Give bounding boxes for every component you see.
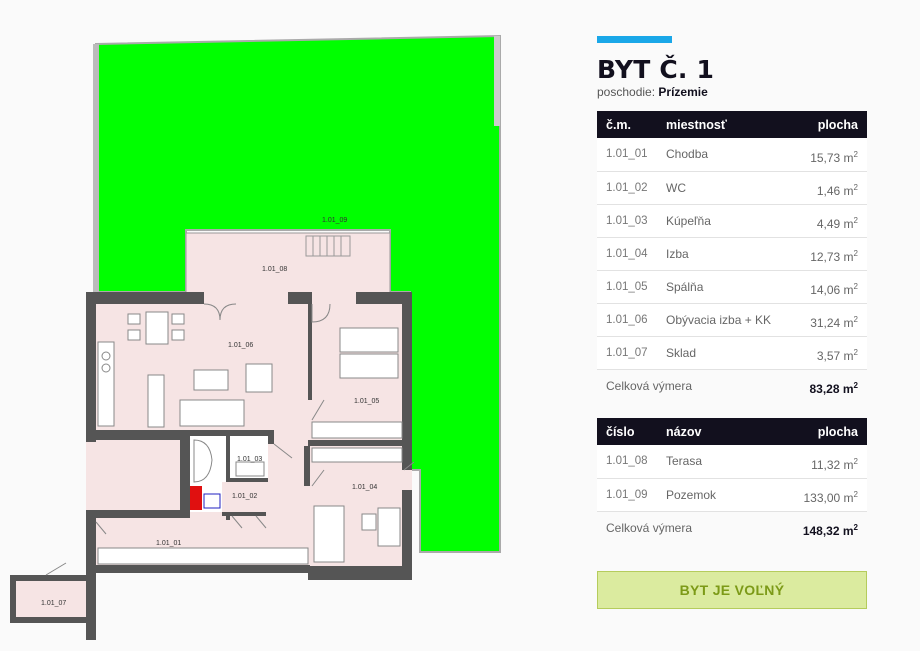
label-r01: 1.01_01 — [156, 540, 181, 547]
col-name: názov — [657, 418, 759, 445]
total-row: Celková výmera 148,32 m2 — [597, 511, 867, 544]
col-name: miestnosť — [657, 111, 794, 138]
room-code: 1.01_03 — [597, 204, 657, 238]
label-r08: 1.01_08 — [262, 266, 287, 273]
total-row: Celková výmera 83,28 m2 — [597, 369, 867, 402]
floor-plan-drawing: 1.01_09 1.01_08 1.01_06 1.01_05 1.01_03 … — [10, 34, 501, 640]
room-name: Obývacia izba + KK — [657, 303, 794, 337]
room-name: Izba — [657, 237, 794, 271]
wc-area[interactable] — [222, 482, 266, 512]
label-r06: 1.01_06 — [228, 342, 253, 349]
room-area: 15,73 m2 — [793, 138, 867, 172]
total-label: Celková výmera — [606, 378, 693, 393]
table-row[interactable]: 1.01_02 WC 1,46 m2 — [597, 171, 867, 205]
room-area: 31,24 m2 — [793, 303, 867, 337]
room-code: 1.01_01 — [597, 138, 657, 172]
room-area: 4,49 m2 — [793, 204, 867, 238]
label-r07: 1.01_07 — [41, 600, 66, 607]
availability-button[interactable]: BYT JE VOĽNÝ — [597, 571, 867, 609]
table-row[interactable]: 1.01_07 Sklad 3,57 m2 — [597, 336, 867, 370]
room-code: 1.01_05 — [597, 270, 657, 304]
room-area: 14,06 m2 — [793, 270, 867, 304]
label-r04: 1.01_04 — [352, 484, 377, 491]
room-area: 1,46 m2 — [793, 171, 867, 205]
label-r05: 1.01_05 — [354, 398, 379, 405]
col-area: plocha — [758, 418, 867, 445]
storage-area[interactable] — [16, 581, 86, 617]
col-code: č.m. — [597, 111, 657, 138]
floor-label: poschodie: — [597, 85, 656, 99]
table-row[interactable]: 1.01_04 Izba 12,73 m2 — [597, 237, 867, 271]
room-name: Sklad — [657, 336, 794, 370]
room-code: 1.01_07 — [597, 336, 657, 370]
table-row[interactable]: 1.01_08 Terasa 11,32 m2 — [597, 445, 867, 479]
outdoor-table-header: číslo názov plocha — [597, 418, 867, 445]
room-name: Kúpeľňa — [657, 204, 794, 238]
room-code: 1.01_02 — [597, 171, 657, 205]
room-area: 3,57 m2 — [793, 336, 867, 370]
room-name: Terasa — [657, 445, 759, 479]
table-row[interactable]: 1.01_09 Pozemok 133,00 m2 — [597, 478, 867, 512]
room-code: 1.01_09 — [597, 478, 657, 512]
apartment-info-panel: BYT Č. 1 poschodie: Prízemie č.m. miestn… — [597, 36, 867, 544]
table-row[interactable]: 1.01_01 Chodba 15,73 m2 — [597, 138, 867, 172]
apartment-title: BYT Č. 1 — [597, 55, 715, 84]
total-value: 83,28 m2 — [809, 381, 859, 397]
outdoor-table: číslo názov plocha 1.01_08 Terasa 11,32 … — [597, 418, 867, 544]
floor-value: Prízemie — [658, 85, 708, 99]
col-code: číslo — [597, 418, 657, 445]
rooms-table-header: č.m. miestnosť plocha — [597, 111, 867, 138]
room-code: 1.01_04 — [597, 237, 657, 271]
room-name: WC — [657, 171, 794, 205]
table-row[interactable]: 1.01_03 Kúpeľňa 4,49 m2 — [597, 204, 867, 238]
room-name: Chodba — [657, 138, 794, 172]
table-row[interactable]: 1.01_06 Obývacia izba + KK 31,24 m2 — [597, 303, 867, 337]
col-area: plocha — [793, 111, 867, 138]
total-value: 148,32 m2 — [802, 523, 858, 539]
label-r02: 1.01_02 — [232, 493, 257, 500]
total-label: Celková výmera — [606, 520, 693, 535]
table-row[interactable]: 1.01_05 Spálňa 14,06 m2 — [597, 270, 867, 304]
room-name: Spálňa — [657, 270, 794, 304]
room-code: 1.01_08 — [597, 445, 657, 479]
label-r09: 1.01_09 — [322, 217, 347, 224]
room-area: 133,00 m2 — [758, 478, 867, 512]
room-code: 1.01_06 — [597, 303, 657, 337]
terrace-area[interactable] — [185, 232, 391, 294]
floor-plan: 1.01_09 1.01_08 1.01_06 1.01_05 1.01_03 … — [10, 34, 501, 640]
room-area: 12,73 m2 — [793, 237, 867, 271]
floor-info: poschodie: Prízemie — [597, 85, 867, 99]
label-r03: 1.01_03 — [237, 456, 262, 463]
accent-bar — [597, 36, 672, 43]
room-area: 11,32 m2 — [758, 445, 867, 479]
rooms-table: č.m. miestnosť plocha 1.01_01 Chodba 15,… — [597, 111, 867, 402]
room-name: Pozemok — [657, 478, 759, 512]
